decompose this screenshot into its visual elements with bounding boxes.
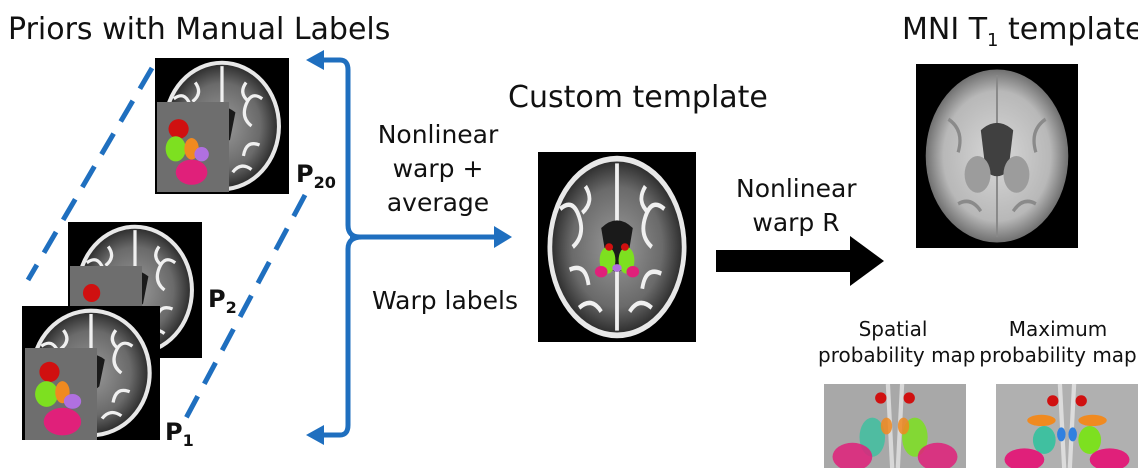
priors-title: Priors with Manual Labels: [8, 12, 391, 47]
maximum-probability-map-image: [996, 384, 1138, 468]
mni-template-title: MNI T1 template: [902, 12, 1138, 51]
nonlinear-warp-r-label: Nonlinear warp R: [736, 174, 857, 237]
bracket-arrowhead-bottom: [306, 425, 324, 445]
stack-guide-left: [25, 66, 155, 282]
maximum-probability-map-label: Maximum probability map: [979, 317, 1137, 367]
average-arrowhead: [494, 226, 512, 248]
prior-labels-inset-p1: [25, 348, 97, 440]
bracket-arrowhead-top: [306, 50, 324, 70]
spatial-probability-map-image: [824, 384, 966, 468]
custom-template-image: [538, 152, 696, 342]
nonlinear-warp-average-label: Nonlinear warp + average: [377, 120, 499, 217]
mni-template-image: [916, 64, 1078, 248]
label-p1: P1: [165, 418, 194, 450]
spatial-probability-map-label: Spatial probability map: [818, 317, 976, 367]
warp-r-arrow-shaft: [716, 250, 852, 272]
custom-template-title: Custom template: [508, 80, 768, 115]
prior-labels-inset-p20: [157, 102, 229, 192]
label-p20: P20: [296, 160, 336, 192]
warp-r-arrowhead: [850, 236, 884, 286]
warp-labels-label: Warp labels: [372, 286, 519, 315]
bracket-brace: [312, 57, 363, 438]
label-p2: P2: [208, 285, 237, 317]
stack-guide-right: [182, 193, 308, 422]
